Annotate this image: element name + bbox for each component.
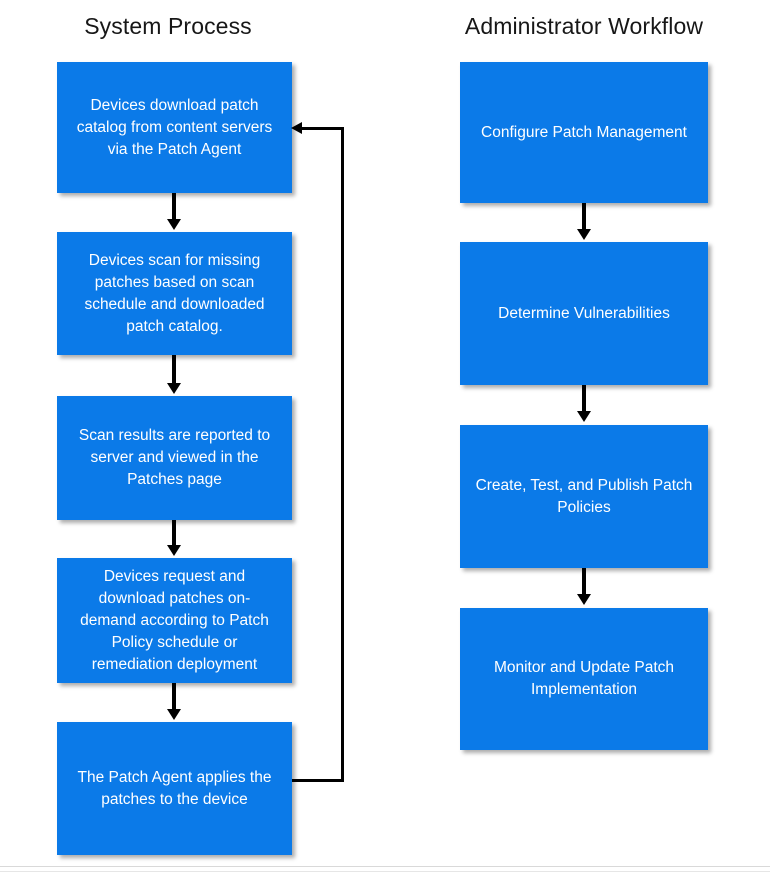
node-label: Devices scan for missing patches based o… xyxy=(84,251,265,335)
connector-line-a1-a2 xyxy=(582,203,586,231)
node-label: Devices request and download patches on-… xyxy=(80,567,269,673)
connector-line-2-3 xyxy=(172,355,176,385)
connector-line-3-4 xyxy=(172,520,176,547)
connector-arrowhead-2-3 xyxy=(167,383,181,394)
node-configure-patch-management[interactable]: Configure Patch Management xyxy=(460,62,708,203)
node-monitor-update-implementation[interactable]: Monitor and Update Patch Implementation xyxy=(460,608,708,750)
connector-line-1-2 xyxy=(172,193,176,221)
bottom-divider-secondary xyxy=(0,871,770,872)
bottom-divider xyxy=(0,866,770,867)
column-title-administrator-workflow: Administrator Workflow xyxy=(464,13,704,39)
feedback-loop-segment-right xyxy=(341,127,344,782)
node-label: Monitor and Update Patch Implementation xyxy=(493,659,675,698)
node-download-catalog[interactable]: Devices download patch catalog from cont… xyxy=(57,62,292,193)
feedback-loop-segment-bottom xyxy=(292,779,344,782)
connector-line-4-5 xyxy=(172,683,176,711)
node-label: Create, Test, and Publish Patch Policies xyxy=(475,476,693,516)
connector-line-a2-a3 xyxy=(582,385,586,413)
connector-arrowhead-4-5 xyxy=(167,709,181,720)
column-title-system-process: System Process xyxy=(84,13,252,39)
node-report-scan-results[interactable]: Scan results are reported to server and … xyxy=(57,396,292,520)
connector-arrowhead-a2-a3 xyxy=(577,411,591,422)
node-scan-missing-patches[interactable]: Devices scan for missing patches based o… xyxy=(57,232,292,355)
node-apply-patches[interactable]: The Patch Agent applies the patches to t… xyxy=(57,722,292,855)
node-determine-vulnerabilities[interactable]: Determine Vulnerabilities xyxy=(460,242,708,385)
connector-arrowhead-1-2 xyxy=(167,219,181,230)
connector-line-a3-a4 xyxy=(582,568,586,596)
node-label: Configure Patch Management xyxy=(481,123,687,141)
node-label: Determine Vulnerabilities xyxy=(498,304,670,322)
node-label: Scan results are reported to server and … xyxy=(78,427,271,488)
node-request-download-patches[interactable]: Devices request and download patches on-… xyxy=(57,558,292,683)
feedback-loop-segment-top xyxy=(302,127,344,130)
feedback-loop-arrowhead xyxy=(291,122,302,134)
node-label: Devices download patch catalog from cont… xyxy=(76,96,273,158)
connector-arrowhead-a1-a2 xyxy=(577,229,591,240)
connector-arrowhead-3-4 xyxy=(167,545,181,556)
node-label: The Patch Agent applies the patches to t… xyxy=(77,768,272,808)
node-create-test-publish-policies[interactable]: Create, Test, and Publish Patch Policies xyxy=(460,425,708,568)
connector-arrowhead-a3-a4 xyxy=(577,594,591,605)
